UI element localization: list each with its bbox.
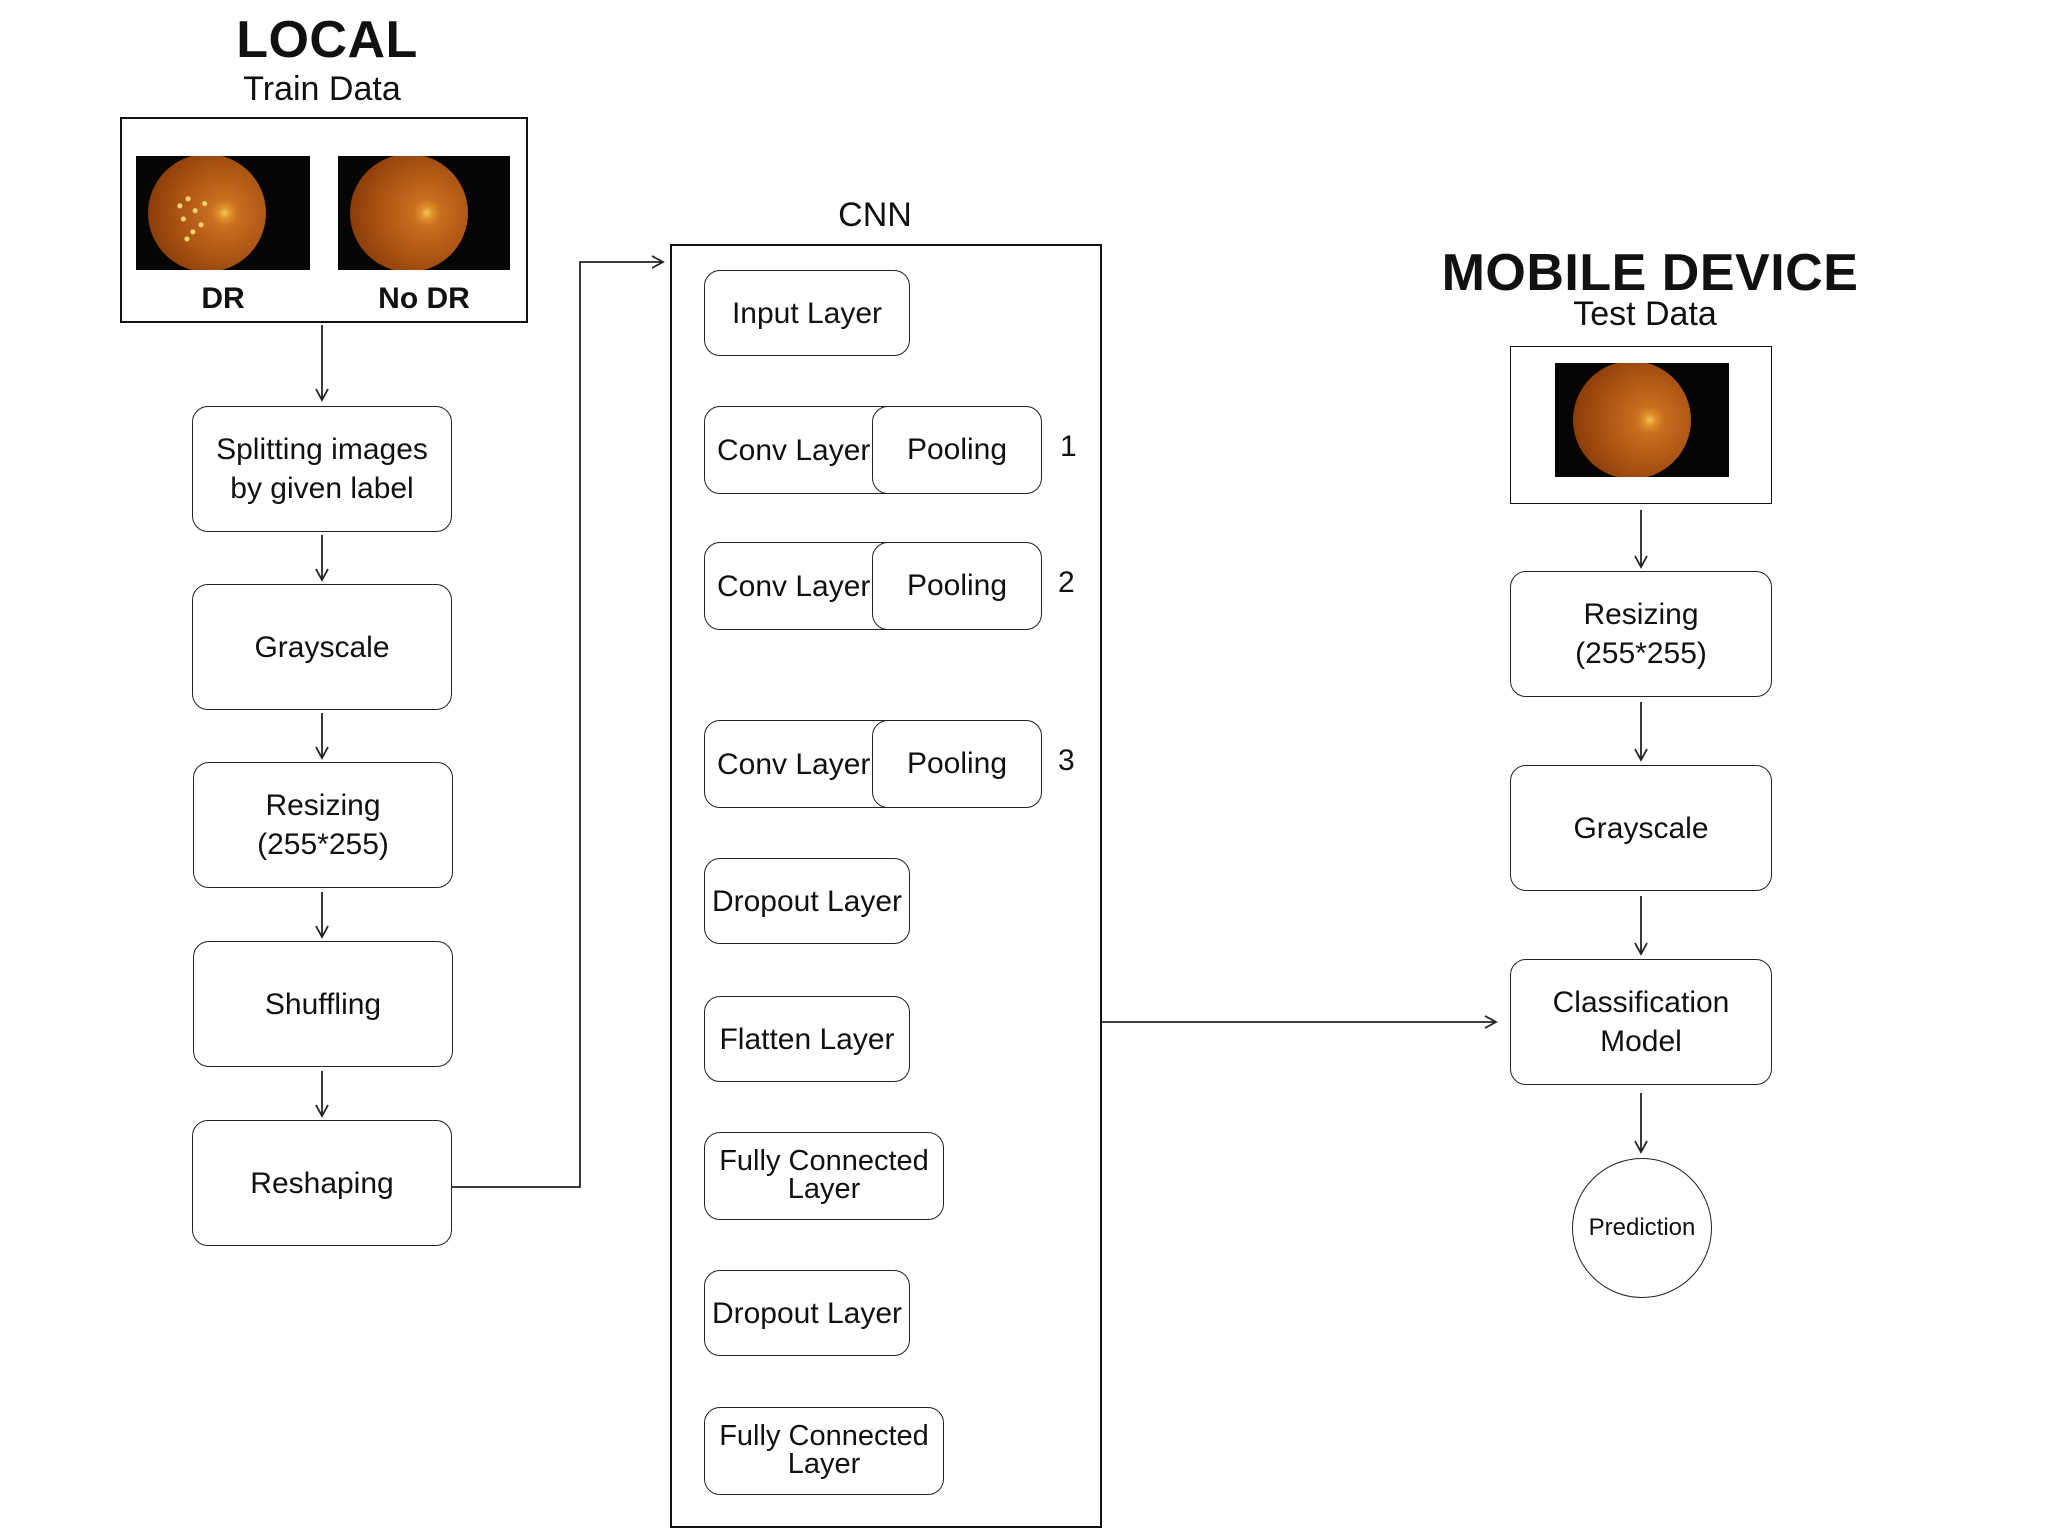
step-shuffling: Shuffling bbox=[193, 941, 453, 1067]
step-text: Resizing bbox=[265, 789, 381, 822]
input-layer: Input Layer bbox=[704, 270, 910, 356]
layer-text: Conv Layer bbox=[717, 569, 871, 603]
arrow-reshape-to-cnn bbox=[452, 255, 665, 1188]
test-data-panel bbox=[1510, 346, 1772, 504]
retina-fundus-image bbox=[1555, 363, 1729, 477]
pooling-3: Pooling bbox=[872, 720, 1042, 808]
retina-fundus-image bbox=[338, 156, 510, 270]
layer-text: Layer bbox=[787, 1173, 861, 1205]
train-data-panel: DR No DR bbox=[120, 117, 528, 323]
step-text: (255*255) bbox=[1575, 637, 1707, 670]
step-text: by given label bbox=[230, 472, 414, 505]
dropout-layer-1: Dropout Layer bbox=[704, 858, 910, 944]
block-number-3: 3 bbox=[1058, 744, 1075, 777]
layer-text: Conv Layer bbox=[717, 433, 871, 467]
mobile-step-resizing: Resizing (255*255) bbox=[1510, 571, 1772, 697]
step-text: Grayscale bbox=[1573, 811, 1709, 845]
prediction-node: Prediction bbox=[1572, 1158, 1712, 1298]
layer-text: Conv Layer bbox=[717, 747, 871, 781]
flatten-layer: Flatten Layer bbox=[704, 996, 910, 1082]
step-splitting: Splitting images by given label bbox=[192, 406, 452, 532]
layer-text: Fully Connected bbox=[719, 1420, 929, 1453]
layer-text: Flatten Layer bbox=[719, 1022, 895, 1056]
block-number-1: 1 bbox=[1060, 430, 1077, 463]
retina-fundus-image bbox=[136, 156, 310, 270]
step-resizing: Resizing (255*255) bbox=[193, 762, 453, 888]
local-subtitle: Train Data bbox=[243, 70, 401, 108]
mobile-subtitle: Test Data bbox=[1573, 295, 1717, 333]
cnn-title: CNN bbox=[838, 196, 912, 234]
pooling-1: Pooling bbox=[872, 406, 1042, 494]
dropout-layer-2: Dropout Layer bbox=[704, 1270, 910, 1356]
image-label-no-dr: No DR bbox=[378, 282, 470, 315]
step-reshaping: Reshaping bbox=[192, 1120, 452, 1246]
layer-text: Dropout Layer bbox=[711, 884, 903, 918]
local-title: LOCAL bbox=[236, 11, 418, 69]
layer-text: Layer bbox=[787, 1448, 861, 1480]
mobile-step-grayscale: Grayscale bbox=[1510, 765, 1772, 891]
step-text: Model bbox=[1600, 1025, 1682, 1058]
mobile-title: MOBILE DEVICE bbox=[1441, 244, 1859, 302]
step-text: Classification bbox=[1552, 986, 1730, 1019]
image-label-dr: DR bbox=[201, 282, 245, 315]
step-text: Splitting images bbox=[216, 433, 428, 466]
layer-text: Fully Connected bbox=[719, 1145, 929, 1178]
pooling-2: Pooling bbox=[872, 542, 1042, 630]
step-text: Resizing bbox=[1583, 598, 1699, 631]
step-text: (255*255) bbox=[257, 828, 389, 861]
step-text: Grayscale bbox=[254, 630, 390, 664]
block-number-2: 2 bbox=[1058, 566, 1075, 599]
step-text: Reshaping bbox=[250, 1166, 394, 1200]
layer-text: Dropout Layer bbox=[711, 1296, 903, 1330]
step-grayscale: Grayscale bbox=[192, 584, 452, 710]
layer-text: Input Layer bbox=[731, 296, 883, 330]
step-text: Shuffling bbox=[264, 987, 382, 1021]
